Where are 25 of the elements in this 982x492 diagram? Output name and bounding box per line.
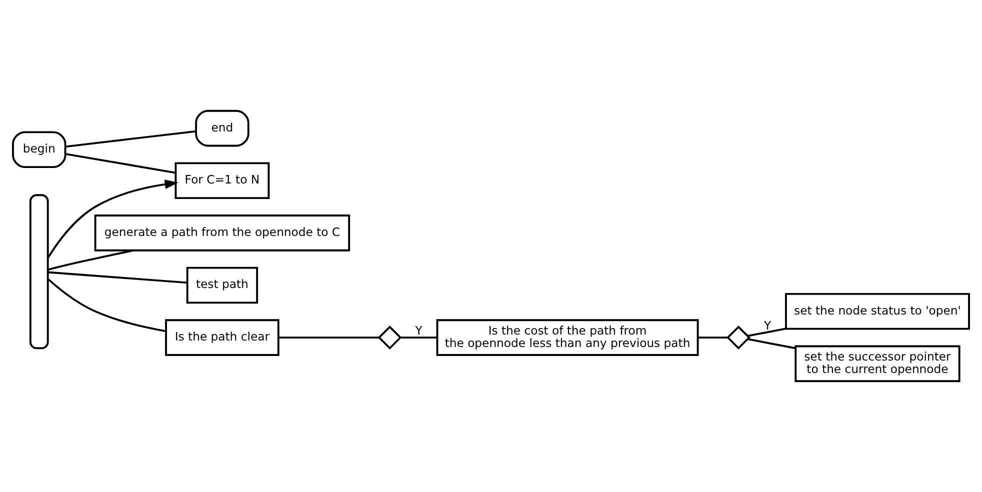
node-box: Is the cost of the path from the opennode less than any previous path bbox=[436, 319, 699, 356]
connector bbox=[65, 152, 176, 174]
arrow bbox=[47, 180, 178, 258]
connector bbox=[747, 328, 786, 337]
node-box: generate a path from the opennode to C bbox=[94, 214, 350, 252]
node-box: For C=1 to N bbox=[174, 162, 270, 200]
connector bbox=[48, 249, 134, 271]
connector bbox=[278, 336, 379, 338]
node-diamond bbox=[726, 326, 751, 350]
node-box: begin bbox=[12, 131, 66, 168]
edge-label: Y bbox=[764, 318, 772, 332]
node-box: test path bbox=[186, 266, 258, 304]
connector bbox=[65, 130, 196, 148]
edge-label: Y bbox=[415, 323, 422, 338]
node-box: end bbox=[195, 110, 250, 147]
connector bbox=[698, 336, 728, 338]
node-box: set the successor pointer to the current opennode bbox=[794, 345, 960, 382]
connector bbox=[47, 278, 166, 332]
connector bbox=[400, 336, 438, 338]
node-bar bbox=[29, 194, 49, 350]
connector bbox=[48, 271, 188, 284]
connector bbox=[747, 338, 796, 350]
node-box: Is the path clear bbox=[165, 319, 280, 356]
node-diamond bbox=[378, 326, 402, 350]
node-box: set the node status to 'open' bbox=[784, 292, 970, 330]
